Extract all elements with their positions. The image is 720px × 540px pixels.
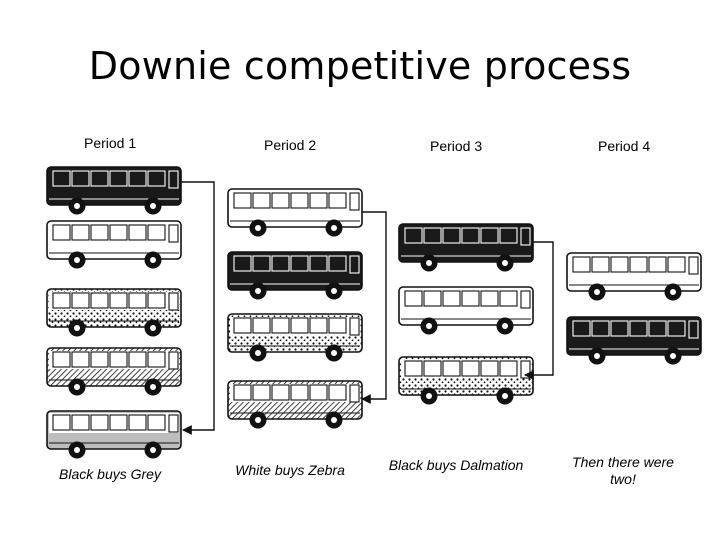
bus-white-period-4 xyxy=(566,252,702,301)
period-3-caption: Black buys Dalmation xyxy=(388,457,524,473)
period-2-caption: White buys Zebra xyxy=(235,462,345,478)
bus-black-period-1 xyxy=(46,166,182,215)
period-1-caption: Black buys Grey xyxy=(59,466,161,482)
bus-black-period-2 xyxy=(227,251,363,300)
arrow-black-buys-grey xyxy=(181,181,215,435)
bus-white-period-3 xyxy=(398,286,534,335)
arrow-black-buys-dalmation xyxy=(524,241,554,380)
bus-dalmation-period-2 xyxy=(227,313,363,362)
bus-white-period-2 xyxy=(227,188,363,237)
period-4-label: Period 4 xyxy=(598,138,651,154)
bus-white-period-1 xyxy=(46,220,182,269)
period-3-label: Period 3 xyxy=(430,138,483,154)
slide-title: Downie competitive process xyxy=(88,44,632,88)
period-2-label: Period 2 xyxy=(264,137,317,153)
bus-zebra-period-2 xyxy=(227,380,363,429)
period-1-label: Period 1 xyxy=(84,135,137,151)
bus-dalmation-period-3 xyxy=(398,356,534,405)
bus-grey-period-1 xyxy=(46,410,182,459)
bus-black-period-4 xyxy=(566,316,702,365)
bus-zebra-period-1 xyxy=(46,347,182,396)
arrow-white-buys-zebra xyxy=(361,211,387,404)
bus-dalmation-period-1 xyxy=(46,288,182,337)
bus-black-period-3 xyxy=(398,223,534,272)
period-4-caption: Then there were two! xyxy=(572,454,674,487)
